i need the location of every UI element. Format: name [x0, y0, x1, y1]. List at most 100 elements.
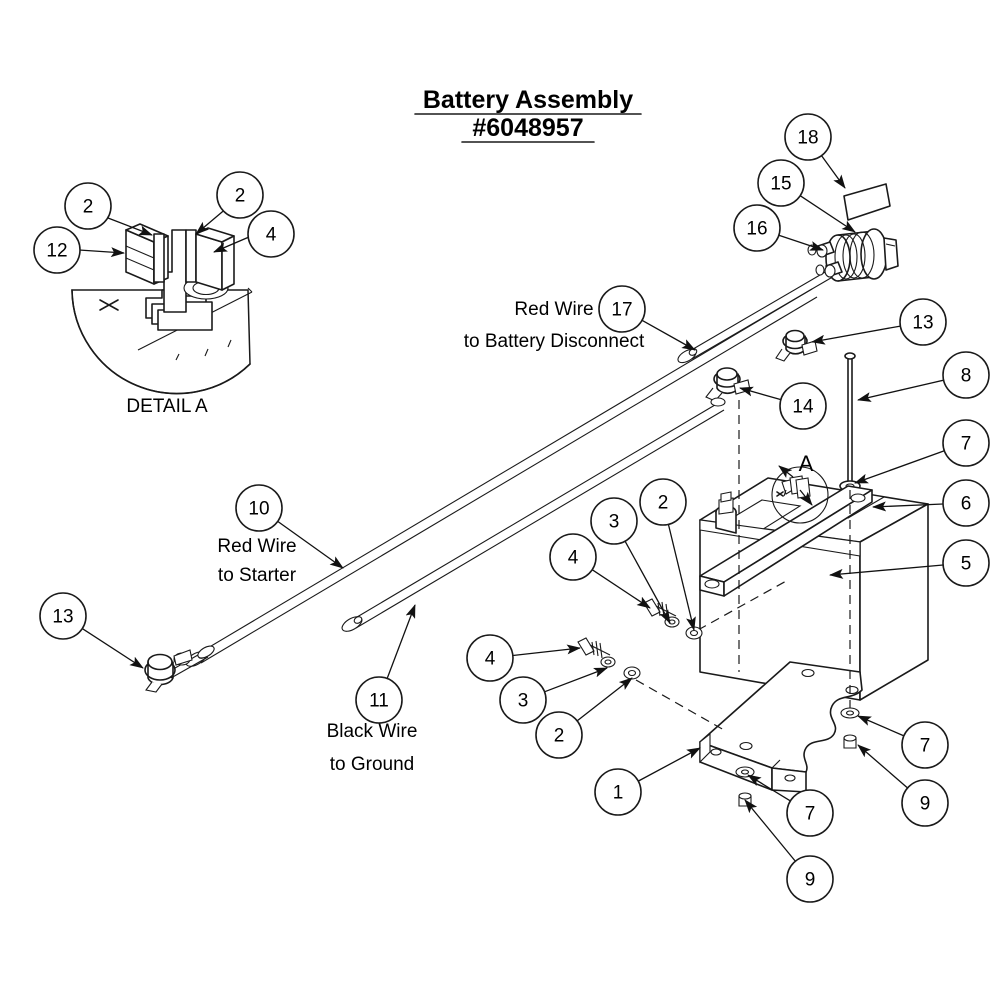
leader-red-wire-starter: [277, 520, 344, 569]
balloon-detail-2b-label: 2: [235, 186, 246, 207]
leader-nut-upper: [667, 524, 696, 631]
balloon-label-nut-tray-left: 9: [805, 870, 816, 891]
leader-washer-tray-left: [747, 774, 791, 802]
balloon-detail-2a[interactable]: [64, 182, 112, 230]
balloon-label-nut-tray-right: 9: [920, 794, 931, 815]
leader-battery-disconnect-switch: [778, 234, 824, 251]
leader-boot-cover: [799, 195, 856, 233]
balloon-threaded-rod[interactable]: [942, 351, 990, 399]
balloon-black-wire-ground[interactable]: [355, 676, 403, 724]
part-number: #6048957: [472, 114, 583, 142]
leader-terminal-upper: [811, 325, 901, 345]
balloon-terminal-upper[interactable]: [899, 298, 947, 346]
leader-threaded-rod: [857, 379, 944, 402]
balloon-washer-tray-left[interactable]: [786, 789, 834, 837]
callout-bolt-lower: 4: [466, 634, 581, 682]
balloon-washer-upper[interactable]: [590, 497, 638, 545]
balloon-detail-4-label: 4: [266, 225, 277, 246]
callout-bolt-upper: 4: [549, 533, 651, 609]
balloon-label-switch-key-plate: 18: [797, 128, 818, 149]
balloon-terminal-mid[interactable]: [779, 382, 827, 430]
leader-detail-12: [78, 247, 125, 258]
balloon-label-washer-lower: 3: [518, 691, 529, 712]
balloon-label-red-wire-starter: 10: [248, 499, 269, 520]
nut-lower: [623, 666, 641, 680]
label-black-wire-ground-line2: to Ground: [330, 754, 415, 775]
balloon-washer-tray-right[interactable]: [901, 721, 949, 769]
battery-disconnect-switch: [807, 183, 899, 282]
callout-terminal-upper: 13: [811, 298, 947, 346]
label-black-wire-ground-line1: Black Wire: [327, 721, 418, 742]
leader-red-wire-disconnect: [641, 319, 696, 351]
balloon-washer-rod-top[interactable]: [942, 419, 990, 467]
bolt-lower: [577, 637, 611, 659]
balloon-battery[interactable]: [942, 539, 990, 587]
switch-key-plate: [843, 183, 891, 221]
leader-washer-upper: [624, 540, 671, 624]
balloon-washer-lower[interactable]: [499, 676, 547, 724]
callout-washer-tray-right: 7: [857, 715, 949, 769]
terminal-lower-left: [144, 649, 193, 693]
balloon-detail-2b[interactable]: [216, 171, 264, 219]
label-red-wire-disconnect-line1: Red Wire: [514, 299, 593, 320]
callout-terminal-lower-left: 13: [39, 592, 144, 669]
leader-bolt-upper: [591, 569, 651, 609]
balloon-red-wire-starter[interactable]: [235, 484, 283, 532]
leader-hold-down-bar: [872, 501, 944, 512]
balloon-battery-tray[interactable]: [594, 768, 642, 816]
callout-hold-down-bar: 6: [872, 479, 990, 527]
detail-cutaway-arc: [71, 289, 251, 395]
tray-hole-e: [739, 741, 753, 751]
tray-hole-b: [784, 774, 796, 782]
balloon-hold-down-bar[interactable]: [942, 479, 990, 527]
callout-red-wire-starter: 10: [235, 484, 344, 569]
balloon-label-terminal-mid: 14: [792, 397, 814, 418]
balloon-label-battery-tray: 1: [613, 783, 624, 804]
balloon-nut-upper[interactable]: [639, 478, 687, 526]
balloon-boot-cover[interactable]: [757, 159, 805, 207]
black-wire-to-ground: [341, 401, 725, 632]
centerline-hardware-upper: [697, 579, 789, 631]
leader-battery: [829, 564, 944, 579]
centerline-hardware-lower: [635, 679, 725, 731]
leader-bolt-lower: [512, 644, 581, 657]
washer-lower: [600, 656, 616, 668]
tray-hole-a: [710, 748, 722, 756]
hardware-tray-right: [840, 707, 860, 749]
balloon-detail-4[interactable]: [247, 210, 295, 258]
callout-washer-tray-left: 7: [747, 774, 834, 837]
wire-labels: Red Wire to Starter Red Wire to Battery …: [217, 299, 645, 775]
balloon-label-battery: 5: [961, 554, 972, 575]
balloon-nut-lower[interactable]: [535, 711, 583, 759]
balloon-label-red-wire-disconnect: 17: [611, 300, 632, 321]
detail-a-marker-label: A: [799, 451, 814, 476]
detail-a-view: 2 2 12 4 DETAIL A: [33, 171, 295, 417]
balloon-nut-tray-right[interactable]: [901, 779, 949, 827]
balloon-label-bolt-lower: 4: [485, 649, 496, 670]
leader-switch-key-plate: [820, 155, 846, 189]
balloon-red-wire-disconnect[interactable]: [598, 285, 646, 333]
lower-left-cable-lead: [167, 645, 215, 679]
detail-washer-left-shape: [153, 233, 165, 283]
balloon-detail-12[interactable]: [33, 226, 81, 274]
rod-head: [844, 352, 856, 360]
balloon-terminal-lower-left[interactable]: [39, 592, 87, 640]
balloon-switch-key-plate[interactable]: [784, 113, 832, 161]
hardware-upper: [643, 598, 703, 640]
leader-black-wire-ground: [386, 604, 416, 679]
detail-x-mark: [99, 299, 119, 311]
balloon-bolt-upper[interactable]: [549, 533, 597, 581]
detail-washer-right-shape: [185, 229, 197, 283]
page-title: Battery Assembly: [423, 86, 633, 114]
leader-detail-4: [213, 236, 250, 253]
callout-nut-lower: 2: [535, 677, 633, 759]
callout-nut-upper: 2: [639, 478, 696, 631]
balloon-bolt-lower[interactable]: [466, 634, 514, 682]
callout-nut-tray-right: 9: [857, 744, 949, 827]
switch-rear-cap: [883, 237, 899, 271]
callout-battery-tray: 1: [594, 747, 701, 816]
balloon-nut-tray-left[interactable]: [786, 855, 834, 903]
balloon-battery-disconnect-switch[interactable]: [733, 204, 781, 252]
